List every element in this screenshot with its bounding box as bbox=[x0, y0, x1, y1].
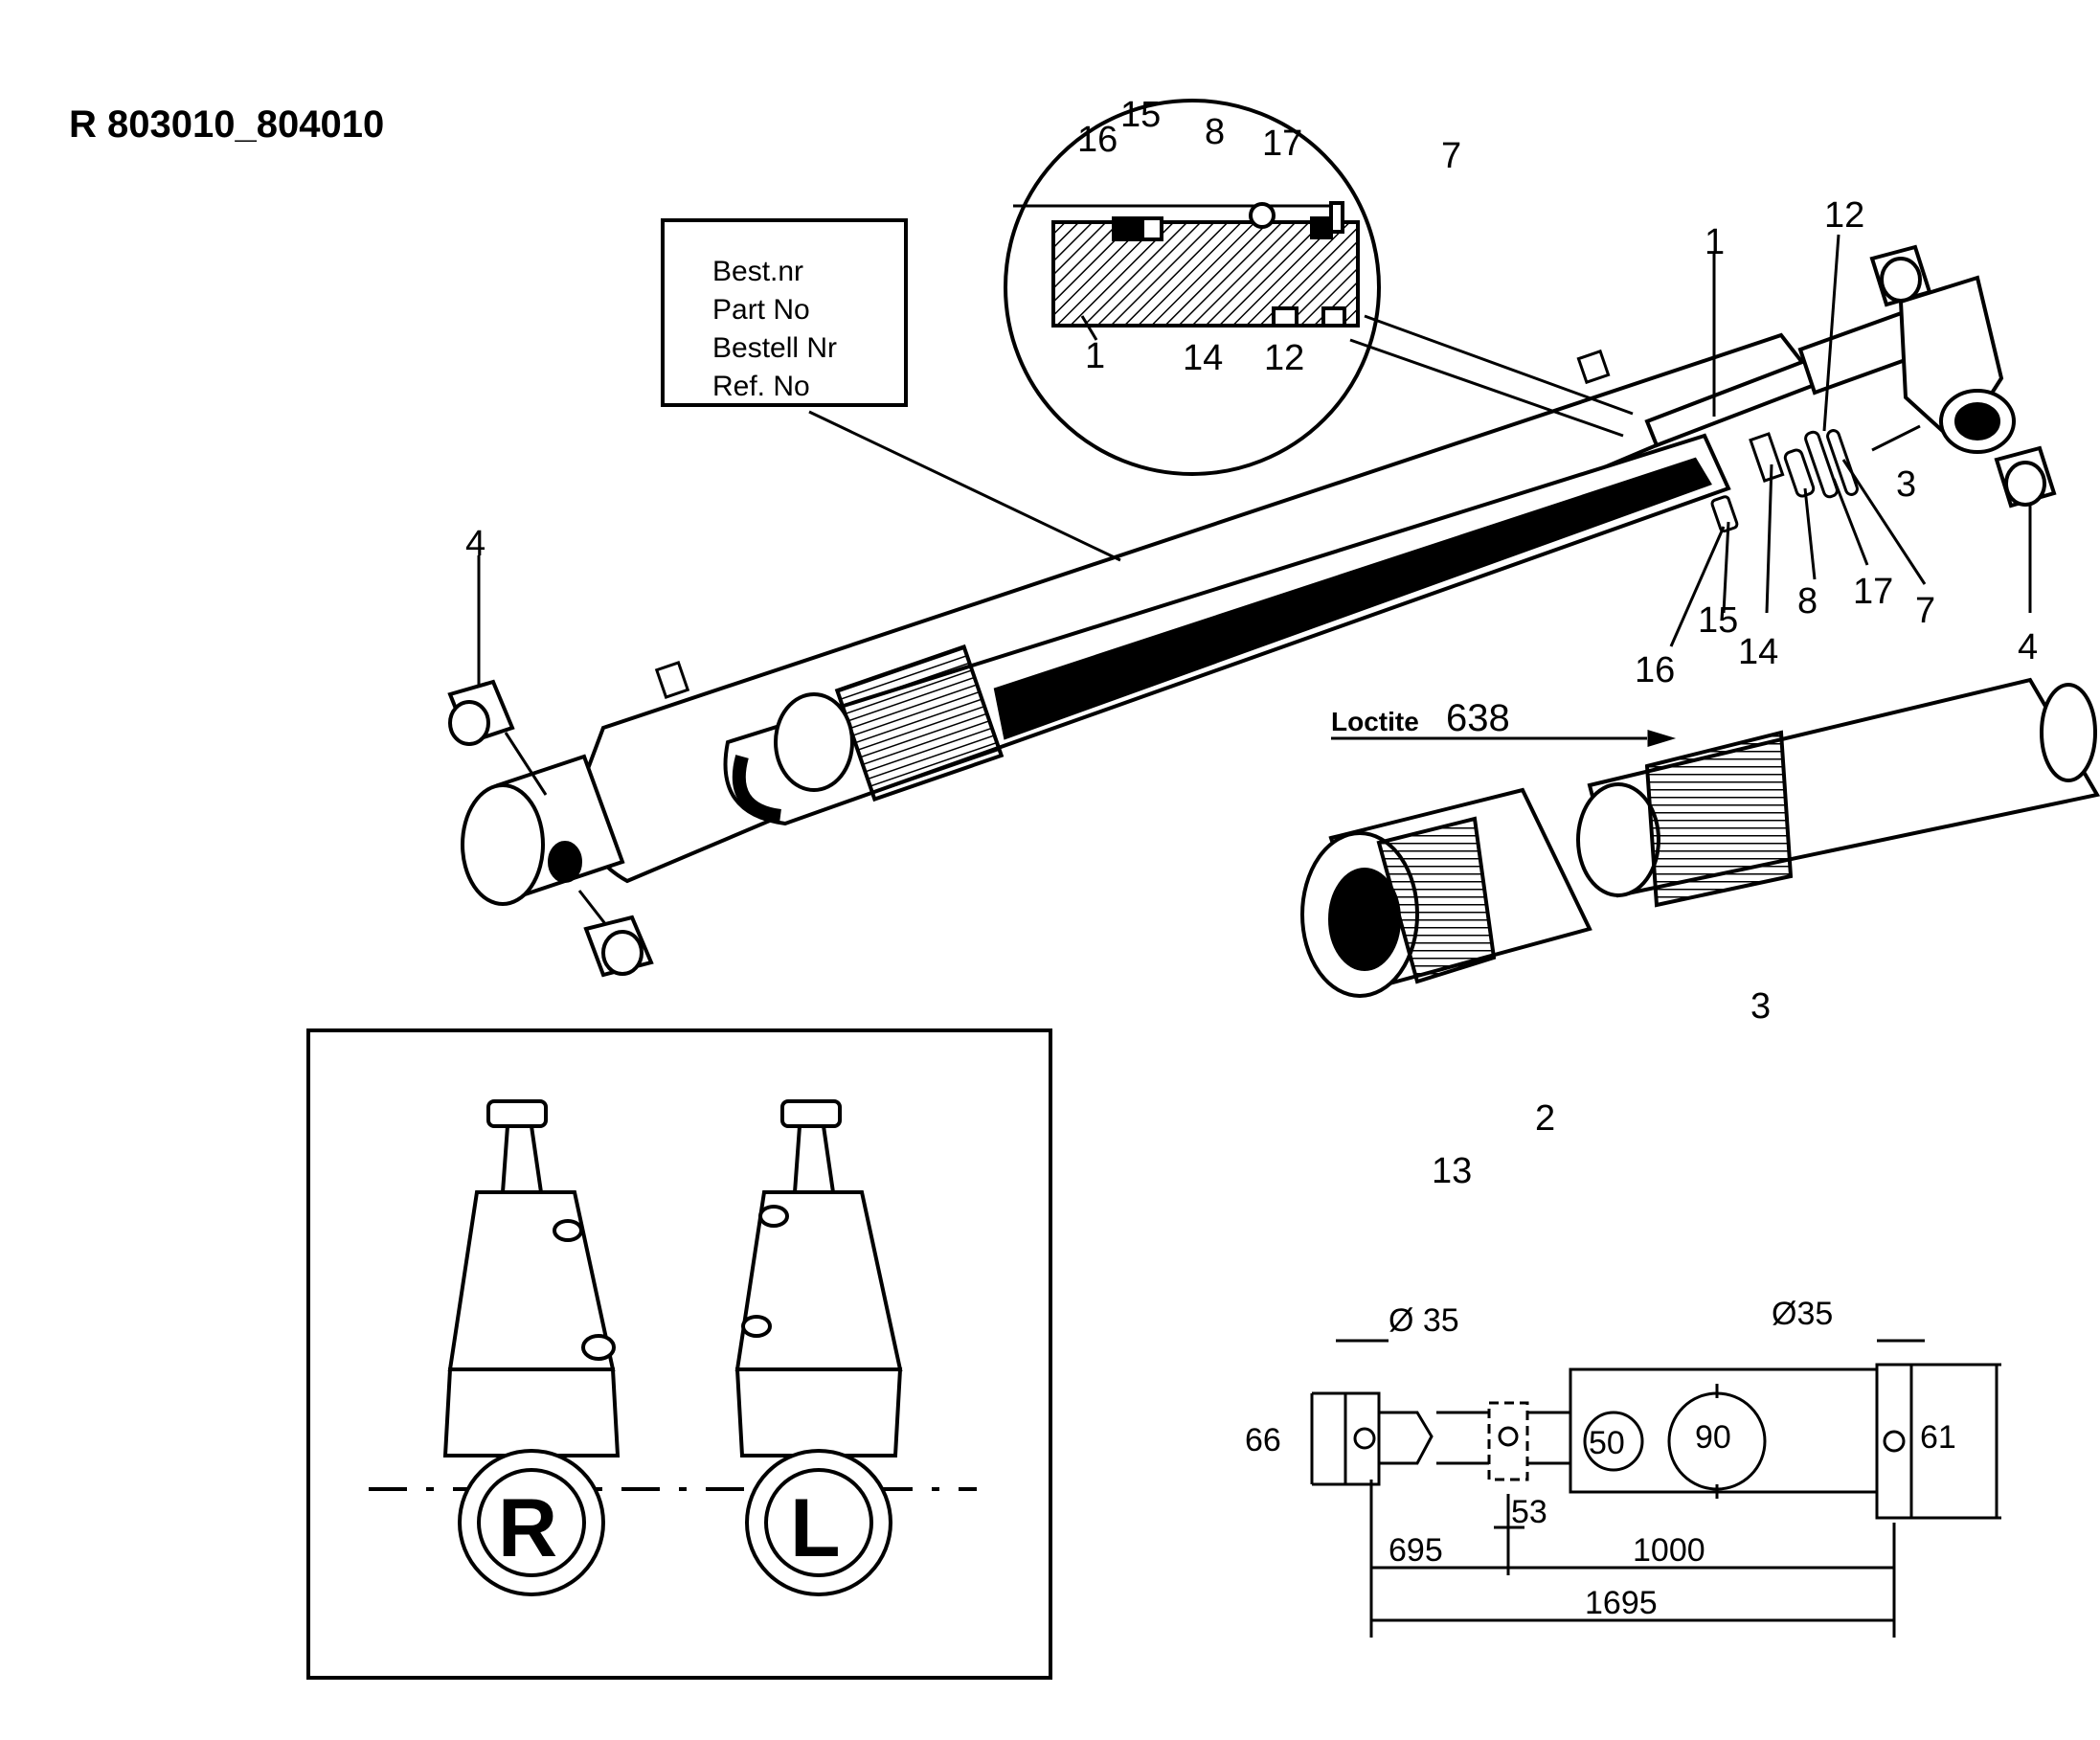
callout-16: 16 bbox=[1077, 120, 1118, 160]
dim-bore-large: 90 bbox=[1695, 1419, 1731, 1456]
callout-13-piston: 13 bbox=[1432, 1151, 1472, 1191]
leader-lines bbox=[477, 234, 2032, 685]
seal-detail-view bbox=[1004, 99, 1634, 476]
callout-15: 15 bbox=[1120, 95, 1161, 135]
dim-height-right: 61 bbox=[1920, 1419, 1956, 1456]
piston-rod-end bbox=[1576, 677, 2100, 908]
callouts-detail: 16 15 8 17 7 1 14 12 bbox=[1077, 95, 1461, 378]
callout-7: 7 bbox=[1441, 136, 1461, 176]
dim-height-left: 66 bbox=[1245, 1422, 1281, 1458]
dim-length-a: 695 bbox=[1389, 1532, 1443, 1569]
callout-4-left: 4 bbox=[465, 524, 485, 564]
orientation-letters: R L bbox=[498, 1482, 841, 1574]
label-line-part-no: Part No bbox=[712, 294, 810, 326]
dim-bore-small: 50 bbox=[1589, 1425, 1625, 1461]
orientation-inset bbox=[306, 1028, 1052, 1680]
orientation-right-label: R bbox=[498, 1482, 557, 1574]
cylinder-left-end bbox=[461, 732, 625, 935]
loctite-arrow bbox=[1331, 729, 1677, 748]
bushing-right-bottom bbox=[1994, 445, 2057, 508]
callout-8-main: 8 bbox=[1797, 581, 1818, 621]
callout-15-main: 15 bbox=[1698, 600, 1738, 641]
callout-12-main: 12 bbox=[1824, 195, 1864, 236]
callout-14-main: 14 bbox=[1738, 632, 1778, 672]
callout-17-main: 17 bbox=[1853, 572, 1893, 612]
dim-length-b: 1000 bbox=[1633, 1532, 1705, 1569]
callout-12: 12 bbox=[1264, 338, 1304, 378]
label-line-ref-no: Ref. No bbox=[712, 371, 810, 402]
part-number-label-box: Best.nr Part No Bestell Nr Ref. No bbox=[661, 218, 908, 407]
callout-3-main: 3 bbox=[1896, 464, 1916, 505]
callout-7-main: 7 bbox=[1915, 591, 1935, 631]
callout-3-piston: 3 bbox=[1750, 986, 1771, 1027]
dim-dia-right: Ø35 bbox=[1772, 1296, 1833, 1332]
dimension-labels: Ø 35 Ø35 66 61 50 90 53 695 1000 1695 bbox=[1245, 1296, 1956, 1621]
cylinder-barrel bbox=[572, 332, 1822, 884]
callout-16-main: 16 bbox=[1635, 650, 1675, 690]
loctite-brand: Loctite bbox=[1331, 707, 1419, 736]
callout-8: 8 bbox=[1205, 112, 1225, 152]
bushing-left-bottom bbox=[583, 915, 654, 978]
dim-length-total: 1695 bbox=[1585, 1585, 1658, 1621]
piston-nut bbox=[1300, 787, 1592, 998]
callout-2-piston: 2 bbox=[1535, 1098, 1555, 1139]
dim-dia-left: Ø 35 bbox=[1389, 1302, 1459, 1339]
loctite-label: Loctite 638 bbox=[1331, 697, 1510, 739]
seal-parts bbox=[1710, 429, 1859, 533]
callout-4-right: 4 bbox=[2018, 627, 2038, 667]
bushing-right-top bbox=[1869, 244, 1932, 307]
callout-1: 1 bbox=[1085, 336, 1105, 376]
loctite-number: 638 bbox=[1446, 697, 1510, 739]
grease-nipples bbox=[654, 349, 1611, 699]
dimension-drawing bbox=[1310, 1339, 2001, 1638]
callouts-main: 4 1 12 3 4 7 17 8 14 15 16 bbox=[465, 195, 2038, 690]
label-line-bestell-nr: Bestell Nr bbox=[712, 332, 838, 364]
callout-1-main: 1 bbox=[1705, 222, 1725, 262]
callout-14: 14 bbox=[1183, 338, 1223, 378]
dim-offset: 53 bbox=[1511, 1494, 1547, 1530]
piston-rod-eye bbox=[1797, 275, 2016, 454]
orientation-left-label: L bbox=[790, 1482, 841, 1574]
page-title: R 803010_804010 bbox=[69, 103, 385, 146]
label-line-best-nr: Best.nr bbox=[712, 256, 804, 287]
callouts-piston: 3 2 13 bbox=[1432, 986, 1771, 1191]
callout-17: 17 bbox=[1262, 124, 1302, 164]
bushing-left-top bbox=[447, 679, 515, 746]
